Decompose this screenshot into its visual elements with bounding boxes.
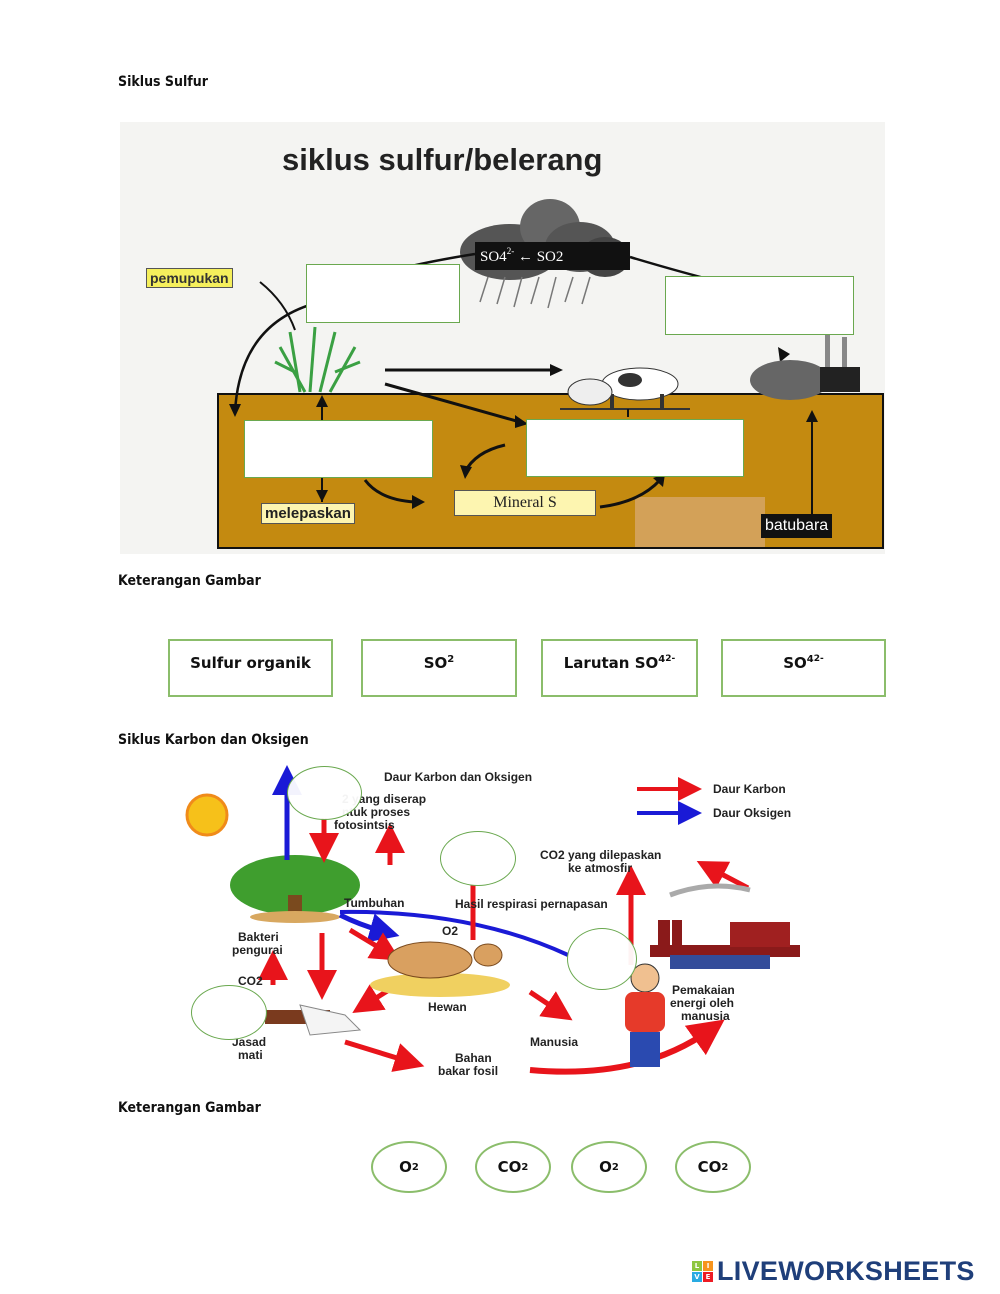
sun-icon: [185, 793, 229, 837]
tile-text: O: [399, 1158, 412, 1176]
pemakaian-label-3: manusia: [681, 1009, 730, 1023]
carbon-drop-target-1[interactable]: [287, 766, 362, 820]
liveworksheets-logo: L I V E LIVEWORKSHEETS: [692, 1256, 975, 1287]
factory-icon: [750, 332, 860, 400]
sulfur-drop-target-1[interactable]: [306, 264, 460, 323]
sulfur-drop-target-3[interactable]: [244, 420, 433, 478]
tile-subscript: 4: [806, 654, 814, 665]
sulfur-diagram-title: siklus sulfur/belerang: [282, 142, 603, 177]
tile-superscript: 2-: [665, 654, 676, 664]
man-icon: [625, 963, 665, 1067]
section-title-carbon: Siklus Karbon dan Oksigen: [118, 732, 309, 748]
cloud-icon: [460, 199, 630, 280]
released-label-1: CO2 yang dilepaskan: [540, 848, 662, 862]
released-label-2: ke atmosfir: [568, 861, 633, 875]
dead-animal-icon: [265, 1004, 362, 1036]
tile-text: Sulfur organik: [190, 654, 311, 672]
manusia-label: Manusia: [530, 1035, 579, 1049]
absorbed-label-1: 2 yang diserap: [342, 792, 427, 806]
cloud-formula-so4: SO4: [480, 249, 507, 265]
cloud-formula-arrow: ←: [517, 249, 533, 265]
carbon-diagram: Daur Karbon dan Oksigen Daur Karbon Daur…: [170, 760, 820, 1090]
tile-subscript: 2: [721, 1161, 729, 1173]
tile-text: SO: [423, 654, 448, 672]
carbon-drop-target-2[interactable]: [440, 831, 516, 886]
bakteri-label-2: pengurai: [232, 943, 283, 957]
respirasi-label: Hasil respirasi pernapasan: [455, 897, 608, 911]
cloud-formula-sup: 2-: [506, 246, 515, 256]
legend-carbon-label: Daur Karbon: [713, 782, 786, 796]
logo-letter: I: [703, 1261, 713, 1271]
carbon-diagram-art: [185, 765, 800, 1075]
bakteri-label-1: Bakteri: [238, 930, 279, 944]
cow-icon: [370, 941, 510, 997]
tile-subscript: 2: [447, 654, 455, 665]
sand-patch: [635, 497, 765, 547]
sulfur-diagram: siklus sulfur/belerang: [120, 122, 885, 554]
tile-subscript: 2: [411, 1161, 419, 1173]
carbon-drop-target-4[interactable]: [191, 985, 267, 1040]
factory-icon: [650, 883, 800, 969]
sulfur-drop-target-2[interactable]: [665, 276, 854, 335]
plant-icon: [274, 326, 361, 393]
sulfur-drop-target-4[interactable]: [526, 419, 744, 477]
mineral-s-label: Mineral S: [454, 490, 596, 516]
tile-text: CO: [697, 1158, 722, 1176]
co2-label: CO2: [238, 974, 263, 988]
absorbed-label-2: ntuk proses: [342, 805, 411, 819]
tile-subscript: 2: [521, 1161, 529, 1173]
tile-subscript: 4: [658, 654, 666, 665]
logo-letter: L: [692, 1261, 702, 1271]
carbon-drop-target-3[interactable]: [567, 928, 637, 990]
tile-superscript: 2-: [813, 654, 824, 664]
logo-icon: L I V E: [692, 1261, 713, 1282]
tile-text: O: [599, 1158, 612, 1176]
pemakaian-label-1: Pemakaian: [672, 983, 735, 997]
tile-subscript: 2: [611, 1161, 619, 1173]
tile-text: Larutan SO: [563, 654, 659, 672]
tree-icon: [230, 855, 360, 923]
jasad-label-2: mati: [238, 1048, 263, 1062]
legend-title-sulfur: Keterangan Gambar: [118, 573, 261, 589]
absorbed-label-3: fotosintsis: [334, 818, 395, 832]
tumbuhan-label: Tumbuhan: [344, 896, 405, 910]
bahan-label-2: bakar fosil: [438, 1064, 499, 1078]
pemupukan-label: pemupukan: [146, 268, 233, 288]
o2-label: O2: [442, 924, 459, 938]
hewan-label: Hewan: [428, 1000, 467, 1014]
logo-text: LIVEWORKSHEETS: [717, 1256, 975, 1286]
pemakaian-label-2: energi oleh: [670, 996, 735, 1010]
legend-title-carbon: Keterangan Gambar: [118, 1100, 261, 1116]
section-title-sulfur: Siklus Sulfur: [118, 74, 208, 90]
cloud-formula: SO42- ← SO2: [480, 246, 563, 266]
bahan-label-1: Bahan: [455, 1051, 492, 1065]
logo-letter: E: [703, 1272, 713, 1282]
rain-icon: [479, 276, 591, 309]
legend-oxygen-label: Daur Oksigen: [713, 806, 792, 820]
carbon-diagram-title: Daur Karbon dan Oksigen: [384, 770, 533, 784]
tile-text: SO: [783, 654, 807, 672]
batubara-label: batubara: [761, 514, 833, 538]
sulfur-tile-sulfur-organik[interactable]: Sulfur organik: [168, 639, 333, 697]
melepaskan-label: melepaskan: [261, 503, 355, 524]
logo-letter: V: [692, 1272, 702, 1282]
cloud-formula-so2: SO2: [536, 249, 564, 265]
tile-text: CO: [497, 1158, 522, 1176]
cow-icon: [560, 367, 690, 417]
